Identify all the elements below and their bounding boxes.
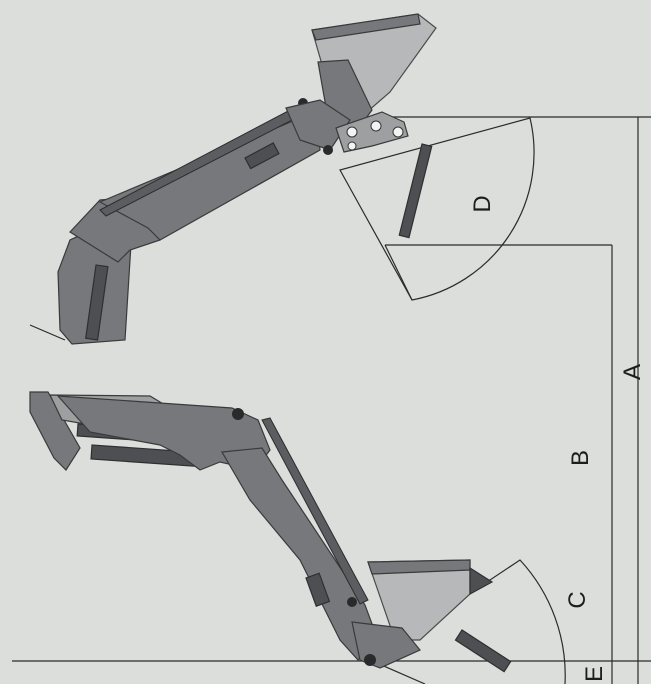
angle-d-tick [384, 244, 413, 301]
hinge-hole-1 [346, 126, 358, 138]
dimension-labels: A B C D E [469, 195, 646, 682]
bucket-pin-raised [323, 145, 333, 155]
bucket-lip-raised [311, 13, 421, 41]
boom-pin-lowered [347, 597, 357, 607]
upper-pivot-pin [232, 408, 244, 420]
raised-loader [29, 13, 437, 345]
lowered-loader [29, 391, 512, 673]
mount-cylinder-raised [85, 264, 109, 341]
boom-rod-lowered [261, 417, 369, 605]
mount-base-line [29, 324, 66, 341]
boom-cylinder-lowered [305, 572, 331, 607]
mount-bracket-lowered [29, 391, 81, 471]
bucket-pin-lowered [364, 654, 376, 666]
angle-d-indicator [398, 143, 433, 239]
upper-arm-lowered [56, 395, 271, 471]
hinge-hole-3 [392, 126, 404, 138]
angle-c-sector [369, 559, 566, 684]
hinge-hole-2 [370, 120, 382, 132]
boom-cylinder-raised [244, 142, 280, 170]
bucket-edge-lowered [469, 566, 494, 596]
label-e: E [581, 666, 608, 682]
angle-d-sector [339, 117, 535, 301]
label-b: B [567, 450, 594, 466]
hinge-hole-4 [347, 141, 357, 151]
label-a: A [619, 364, 646, 380]
label-c: C [564, 591, 591, 608]
label-d: D [469, 195, 496, 212]
angle-c-indicator [454, 629, 512, 673]
